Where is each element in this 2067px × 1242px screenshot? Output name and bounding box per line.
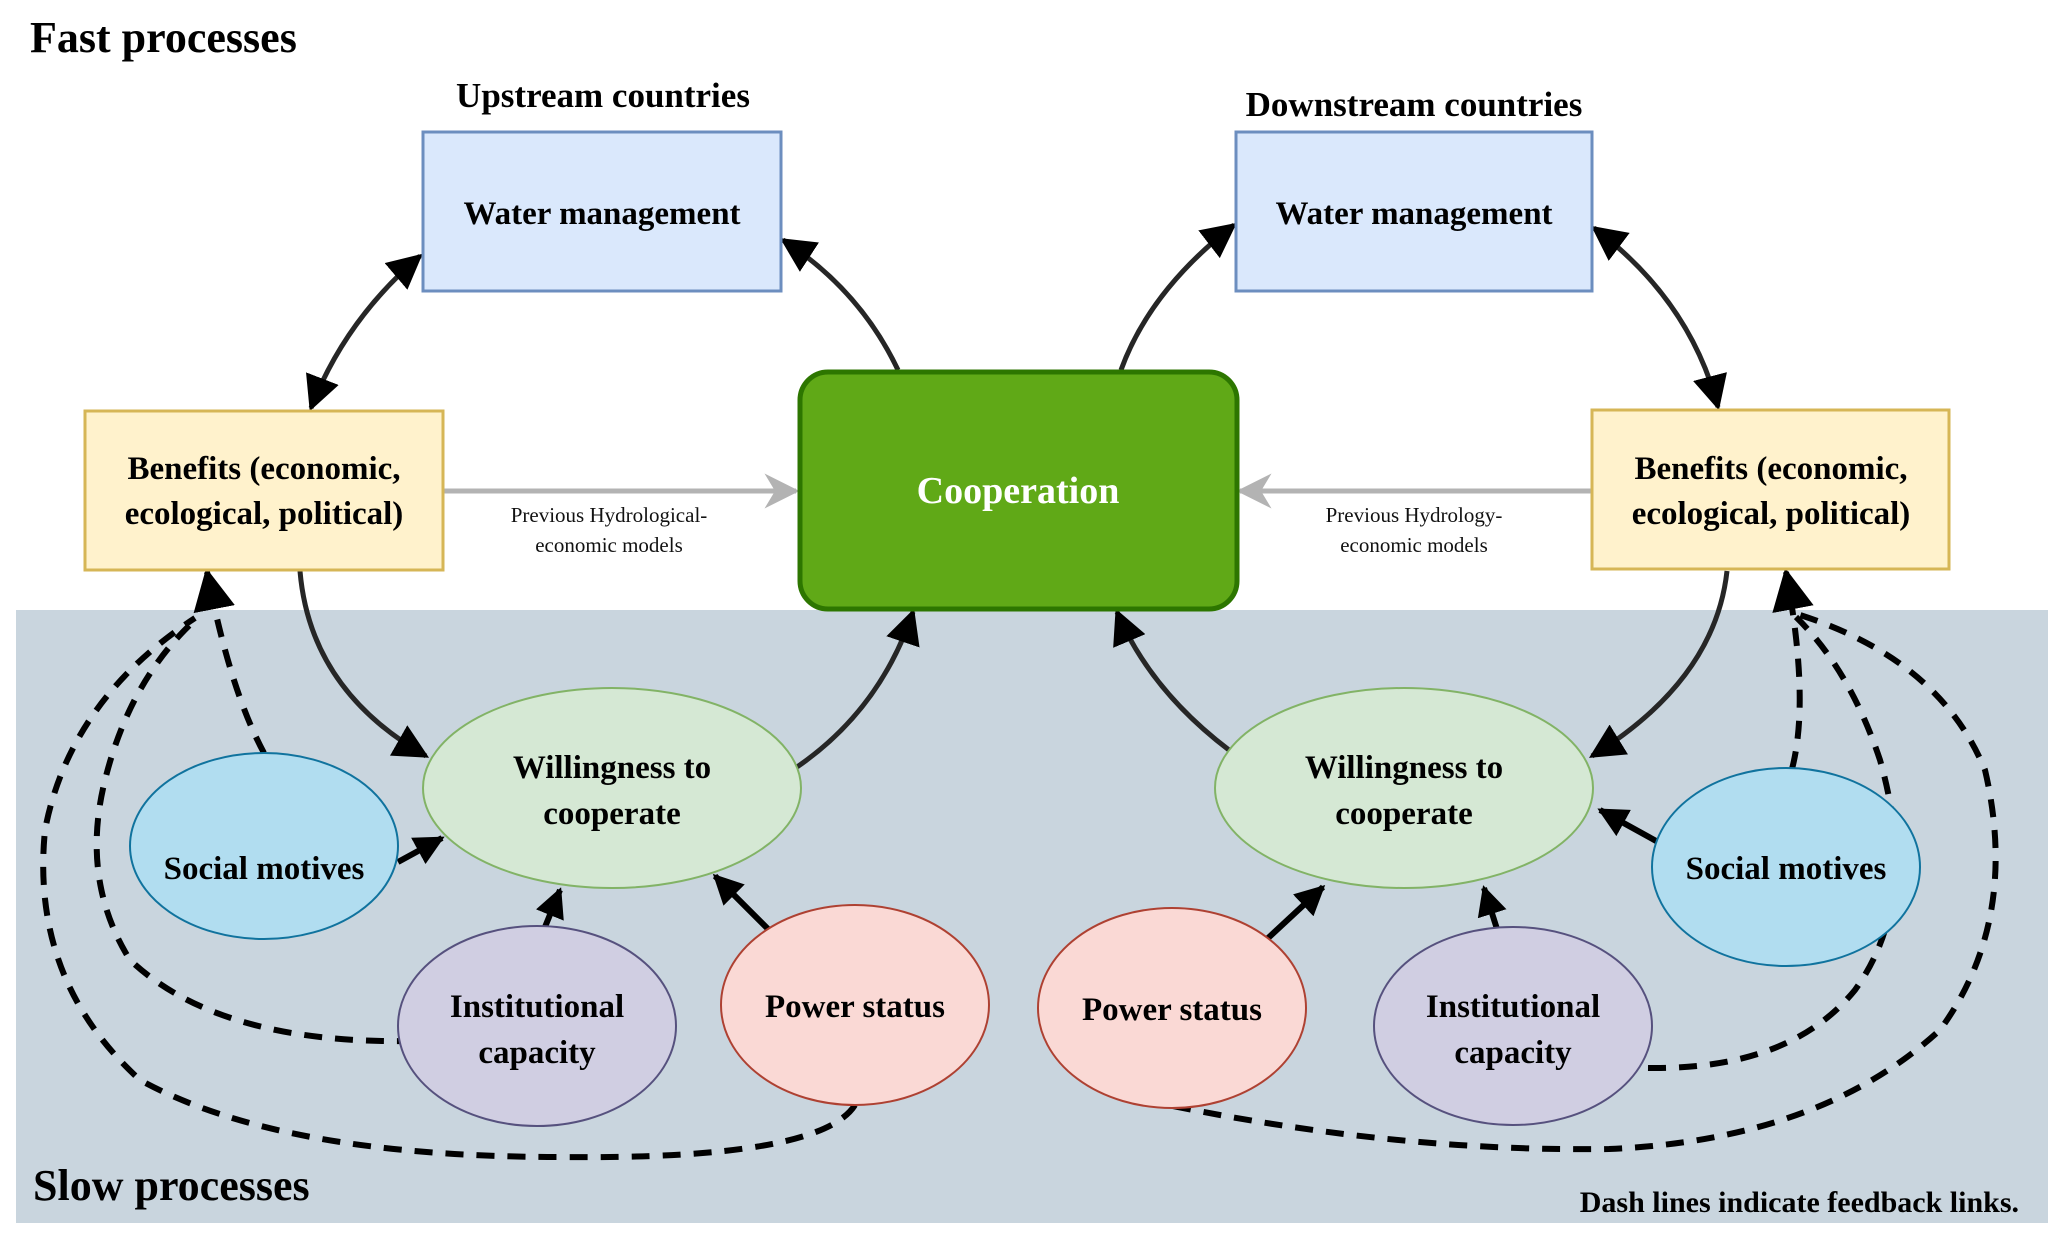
cooperation-box[interactable]	[797, 369, 1240, 612]
downstream-willingness-label-2: cooperate	[1335, 796, 1472, 832]
upstream-title: Upstream countries	[456, 76, 750, 115]
upstream-willingness-to-coop-arrow	[795, 608, 920, 770]
coop-to-upstream-water-arrow	[780, 237, 901, 372]
upstream-institutional-label-1: Institutional	[450, 989, 624, 1025]
upstream-water-management-label: Water management	[463, 196, 740, 232]
upstream-water-management-box[interactable]	[421, 130, 783, 293]
downstream-benefits-label-1: Benefits (economic,	[1634, 451, 1907, 487]
downstream-institutional-label-2: capacity	[1454, 1035, 1572, 1071]
downstream-institutional-to-willingness-arrow	[1477, 885, 1507, 930]
upstream-power-feedback-arrow	[40, 615, 858, 1161]
feedback-legend: Dash lines indicate feedback links.	[1580, 1186, 2019, 1219]
upstream-institutional-node[interactable]	[397, 925, 677, 1127]
downstream-model-note: Previous Hydrology-	[1326, 503, 1503, 527]
downstream-water-management-label: Water management	[1275, 196, 1552, 232]
upstream-benefits-to-willingness-arrow	[297, 570, 430, 759]
downstream-benefits-to-willingness-arrow	[1589, 570, 1730, 759]
upstream-power-status-node[interactable]	[720, 904, 990, 1106]
upstream-benefits-label-1: Benefits (economic,	[127, 451, 400, 487]
upstream-power-status-label: Power status	[765, 989, 945, 1025]
downstream-power-status-node[interactable]	[1037, 907, 1307, 1109]
downstream-willingness-node[interactable]	[1214, 687, 1594, 889]
slow-processes-title: Slow processes	[33, 1161, 310, 1210]
upstream-benefits-label-2: ecological, political)	[125, 496, 404, 532]
upstream-willingness-label-1: Willingness to	[513, 750, 711, 786]
downstream-water-management-box[interactable]	[1234, 130, 1594, 293]
downstream-social-motives-node[interactable]	[1651, 767, 1921, 967]
upstream-water-benefits-arrow	[306, 253, 423, 412]
upstream-social-motives-node[interactable]	[129, 752, 399, 940]
upstream-model-note-2: economic models	[535, 533, 683, 557]
downstream-power-to-willingness-arrow	[1263, 884, 1326, 943]
upstream-willingness-node[interactable]	[422, 687, 802, 889]
coop-to-downstream-water-arrow	[1118, 222, 1237, 371]
downstream-social-feedback-arrow	[1772, 567, 1814, 770]
upstream-social-feedback-arrow	[193, 567, 267, 755]
upstream-institutional-label-2: capacity	[478, 1035, 596, 1071]
upstream-benefits-box[interactable]	[83, 409, 445, 572]
cooperation-label: Cooperation	[917, 470, 1120, 512]
downstream-power-feedback-arrow	[1172, 612, 1999, 1153]
upstream-model-note: Previous Hydrological-	[511, 503, 708, 527]
downstream-benefits-label-2: ecological, political)	[1632, 496, 1911, 532]
downstream-institutional-label-1: Institutional	[1426, 989, 1600, 1025]
downstream-benefits-box[interactable]	[1590, 408, 1951, 571]
upstream-power-to-willingness-arrow	[712, 873, 771, 932]
upstream-willingness-label-2: cooperate	[543, 796, 680, 832]
upstream-social-to-willingness-arrow	[396, 835, 445, 865]
downstream-title: Downstream countries	[1246, 85, 1583, 124]
downstream-institutional-node[interactable]	[1373, 926, 1653, 1126]
downstream-willingness-label-1: Willingness to	[1305, 750, 1503, 786]
upstream-social-motives-label: Social motives	[164, 851, 365, 887]
fast-processes-title: Fast processes	[30, 13, 297, 62]
downstream-social-motives-label: Social motives	[1686, 851, 1887, 887]
downstream-social-to-willingness-arrow	[1597, 807, 1660, 845]
downstream-water-benefits-arrow	[1591, 225, 1727, 411]
downstream-power-status-label: Power status	[1082, 992, 1262, 1028]
downstream-model-note-2: economic models	[1340, 533, 1488, 557]
upstream-institutional-to-willingness-arrow	[535, 887, 564, 929]
downstream-willingness-to-coop-arrow	[1113, 608, 1231, 752]
